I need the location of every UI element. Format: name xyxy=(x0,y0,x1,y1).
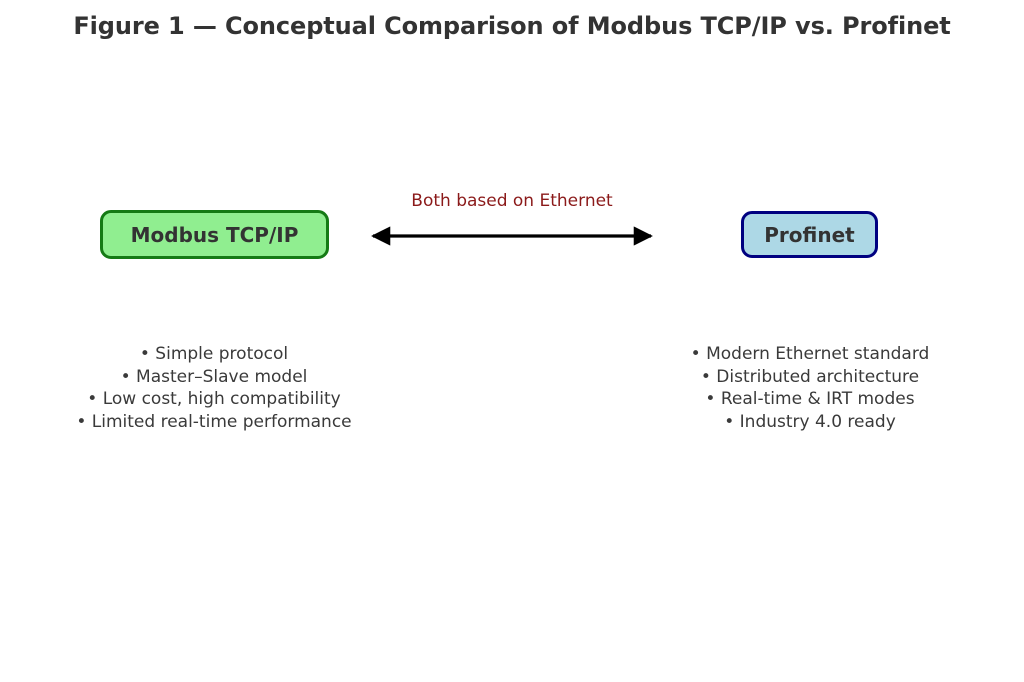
feature-list-profinet: • Modern Ethernet standard • Distributed… xyxy=(610,343,1010,433)
node-modbus-tcpip-label: Modbus TCP/IP xyxy=(130,222,299,247)
list-item: • Real-time & IRT modes xyxy=(705,389,915,409)
node-profinet[interactable]: Profinet xyxy=(741,211,878,258)
link-label-both-based-on-ethernet: Both based on Ethernet xyxy=(411,191,613,211)
list-item: • Distributed architecture xyxy=(700,366,920,387)
list-item: • Master–Slave model xyxy=(120,366,308,387)
feature-list-modbus: • Simple protocol • Master–Slave model •… xyxy=(14,343,414,433)
list-item: • Limited real-time performance xyxy=(76,411,352,432)
list-item: • Modern Ethernet standard xyxy=(690,344,930,364)
node-modbus-tcpip[interactable]: Modbus TCP/IP xyxy=(100,210,329,259)
list-item: • Low cost, high compatibility xyxy=(87,389,341,409)
double-headed-arrow-icon xyxy=(371,226,653,246)
figure-title: Figure 1 — Conceptual Comparison of Modb… xyxy=(73,12,951,40)
node-profinet-label: Profinet xyxy=(764,222,855,247)
list-item: • Industry 4.0 ready xyxy=(724,411,896,432)
list-item: • Simple protocol xyxy=(139,344,289,364)
